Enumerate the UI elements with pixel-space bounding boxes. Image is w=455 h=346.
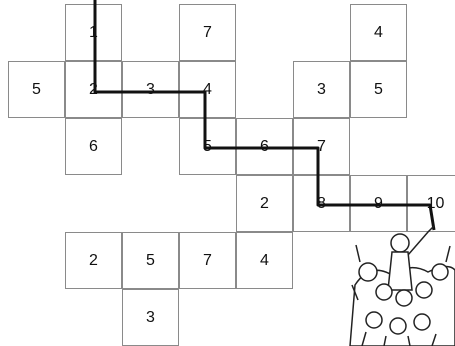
puzzle-cell[interactable]: 4	[236, 232, 293, 289]
puzzle-cell[interactable]: 2	[65, 232, 122, 289]
puzzle-cell[interactable]: 5	[8, 61, 65, 118]
puzzle-cell[interactable]: 2	[65, 61, 122, 118]
puzzle-cell[interactable]: 9	[350, 175, 407, 232]
puzzle-cell[interactable]: 6	[65, 118, 122, 175]
puzzle-cell[interactable]: 5	[350, 61, 407, 118]
puzzle-cell[interactable]: 4	[350, 4, 407, 61]
puzzle-cell[interactable]: 7	[179, 232, 236, 289]
puzzle-cell[interactable]: 4	[179, 61, 236, 118]
puzzle-cell[interactable]: 5	[179, 118, 236, 175]
puzzle-cell[interactable]: 3	[293, 61, 350, 118]
puzzle-cell[interactable]: 8	[293, 175, 350, 232]
puzzle-cell[interactable]: 1	[65, 4, 122, 61]
puzzle-cell[interactable]: 6	[236, 118, 293, 175]
puzzle-cell[interactable]: 5	[122, 232, 179, 289]
puzzle-cell[interactable]: 7	[293, 118, 350, 175]
puzzle-cell[interactable]: 2	[236, 175, 293, 232]
puzzle-cell[interactable]: 3	[122, 61, 179, 118]
puzzle-cell[interactable]: 7	[179, 4, 236, 61]
puzzle-cell[interactable]: 10	[407, 175, 455, 232]
puzzle-cell[interactable]: 3	[122, 289, 179, 346]
